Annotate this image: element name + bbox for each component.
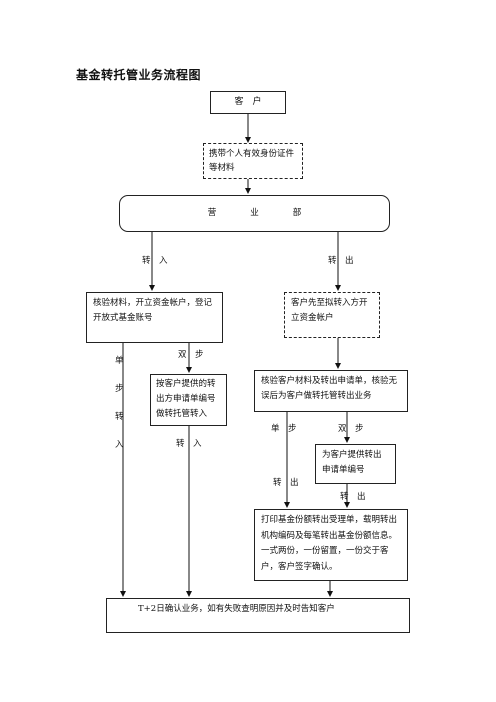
node-sales-dept-text: 营 业 部 xyxy=(207,208,302,218)
node-t2-confirm: T+2日确认业务，如有失败查明原因并及时告知客户 xyxy=(106,598,410,633)
node-double-step-transfer-in: 按客户提供的转出方申请单编号做转托管转入 xyxy=(150,374,227,426)
label-single-step-in-text: 单步转入 xyxy=(115,356,124,450)
node-print-confirm-text: 打印基金份额转出受理单，载明转出机构编码及每笔转出基金份额信息。一式两份，一份留… xyxy=(261,515,398,572)
node-documents-text: 携带个人有效身份证件等材料 xyxy=(209,149,295,173)
label-double-step-in: 双 步 xyxy=(178,350,204,360)
node-sales-dept: 营 业 部 xyxy=(119,195,390,232)
label-single-out-transfer: 转 出 xyxy=(273,478,299,488)
label-transfer-in: 转 入 xyxy=(142,256,168,266)
node-verify-transfer-out: 核验客户材料及转出申请单，核验无误后为客户做转托管转出业务 xyxy=(254,370,408,412)
node-print-confirm: 打印基金份额转出受理单，载明转出机构编码及每笔转出基金份额信息。一式两份，一份留… xyxy=(254,509,408,581)
label-transfer-out: 转 出 xyxy=(328,256,354,266)
node-verify-open-account: 核验材料，开立资金帐户，登记开放式基金账号 xyxy=(86,292,223,343)
node-provide-form-number-text: 为客户提供转出申请单编号 xyxy=(322,450,382,475)
node-verify-transfer-out-text: 核验客户材料及转出申请单，核验无误后为客户做转托管转出业务 xyxy=(261,376,398,401)
label-double-step-out: 双 步 xyxy=(338,424,364,434)
node-t2-confirm-text: T+2日确认业务，如有失败查明原因并及时告知客户 xyxy=(138,604,335,614)
label-single-step-in: 单步转入 xyxy=(115,347,125,459)
node-customer-text: 客 户 xyxy=(234,97,262,107)
label-double-in-transfer: 转 入 xyxy=(176,439,202,449)
node-documents: 携带个人有效身份证件等材料 xyxy=(203,143,303,179)
node-customer-first-text: 客户先至拟转入方开立资金帐户 xyxy=(291,298,368,323)
node-customer-first: 客户先至拟转入方开立资金帐户 xyxy=(284,292,380,338)
node-provide-form-number: 为客户提供转出申请单编号 xyxy=(315,444,396,484)
label-single-step-out: 单 步 xyxy=(271,424,297,434)
node-verify-open-account-text: 核验材料，开立资金帐户，登记开放式基金账号 xyxy=(93,298,213,323)
node-customer: 客 户 xyxy=(210,91,286,114)
chart-title: 基金转托管业务流程图 xyxy=(76,68,202,82)
label-double-out-transfer: 转 出 xyxy=(340,492,366,502)
node-double-step-transfer-in-text: 按客户提供的转出方申请单编号做转托管转入 xyxy=(156,379,216,419)
